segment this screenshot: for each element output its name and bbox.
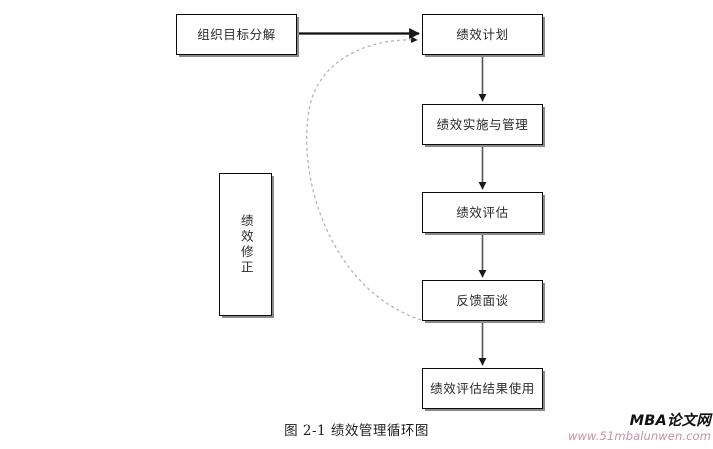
node-appraisal-result-usage: 绩效评估结果使用: [422, 368, 543, 409]
figure-caption: 图 2-1 绩效管理循环图: [284, 423, 429, 439]
node-label: 绩效修正: [238, 213, 254, 276]
node-performance-appraisal: 绩效评估: [422, 192, 543, 233]
node-performance-implementation: 绩效实施与管理: [422, 104, 543, 145]
watermark-url: www.51mbalunwen.com: [568, 429, 711, 444]
node-label: 组织目标分解: [197, 26, 276, 42]
node-label: 绩效计划: [456, 26, 509, 42]
node-label: 绩效评估结果使用: [430, 380, 535, 396]
node-feedback-interview: 反馈面谈: [422, 280, 543, 321]
watermark: MBA论文网 www.51mbalunwen.com: [568, 413, 711, 444]
connector-feedback-back-to-plan: [306, 36, 422, 321]
node-org-goal-decomposition: 组织目标分解: [176, 14, 297, 55]
node-performance-plan: 绩效计划: [422, 14, 543, 55]
node-performance-correction: 绩效修正: [219, 173, 272, 316]
node-label: 反馈面谈: [456, 292, 509, 308]
watermark-title: MBA论文网: [629, 413, 711, 429]
node-label: 绩效评估: [456, 204, 509, 220]
node-label: 绩效实施与管理: [436, 116, 529, 132]
